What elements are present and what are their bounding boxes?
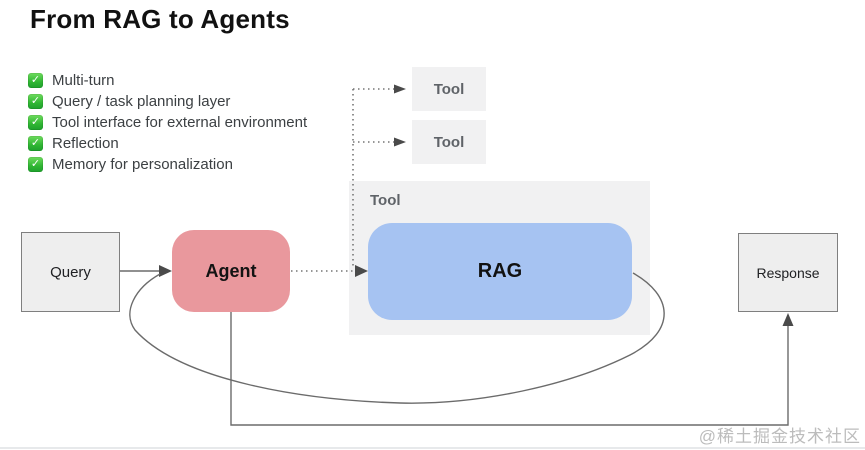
checklist-label: Reflection xyxy=(52,135,119,152)
watermark: @稀土掘金技术社区 xyxy=(698,427,861,446)
arrowhead-into-response xyxy=(782,313,794,326)
query-node: Query xyxy=(21,232,120,312)
checkmark-icon: ✓ xyxy=(28,157,43,172)
rag-node: RAG xyxy=(368,223,632,320)
list-item: ✓ Query / task planning layer xyxy=(28,91,307,112)
arrowhead-into-agent xyxy=(159,265,172,277)
list-item: ✓ Memory for personalization xyxy=(28,154,307,175)
checkmark-icon: ✓ xyxy=(28,115,43,130)
agent-node: Agent xyxy=(172,230,290,312)
list-item: ✓ Tool interface for external environmen… xyxy=(28,112,307,133)
checklist-label: Query / task planning layer xyxy=(52,93,231,110)
list-item: ✓ Multi-turn xyxy=(28,70,307,91)
response-node: Response xyxy=(738,233,838,312)
checkmark-icon: ✓ xyxy=(28,73,43,88)
arrowhead-into-tool1 xyxy=(394,84,406,94)
tool-node-2: Tool xyxy=(412,120,486,164)
list-item: ✓ Reflection xyxy=(28,133,307,154)
tool-node-1: Tool xyxy=(412,67,486,111)
checkmark-icon: ✓ xyxy=(28,136,43,151)
arrowhead-into-tool2 xyxy=(394,137,406,147)
checkmark-icon: ✓ xyxy=(28,94,43,109)
checklist-label: Tool interface for external environment xyxy=(52,114,308,131)
feature-checklist: ✓ Multi-turn ✓ Query / task planning lay… xyxy=(28,70,307,175)
checklist-label: Memory for personalization xyxy=(52,156,233,173)
bottom-divider xyxy=(0,447,865,449)
page-title: From RAG to Agents xyxy=(30,4,290,34)
tool-group-label: Tool xyxy=(370,192,401,209)
checklist-label: Multi-turn xyxy=(52,72,115,89)
